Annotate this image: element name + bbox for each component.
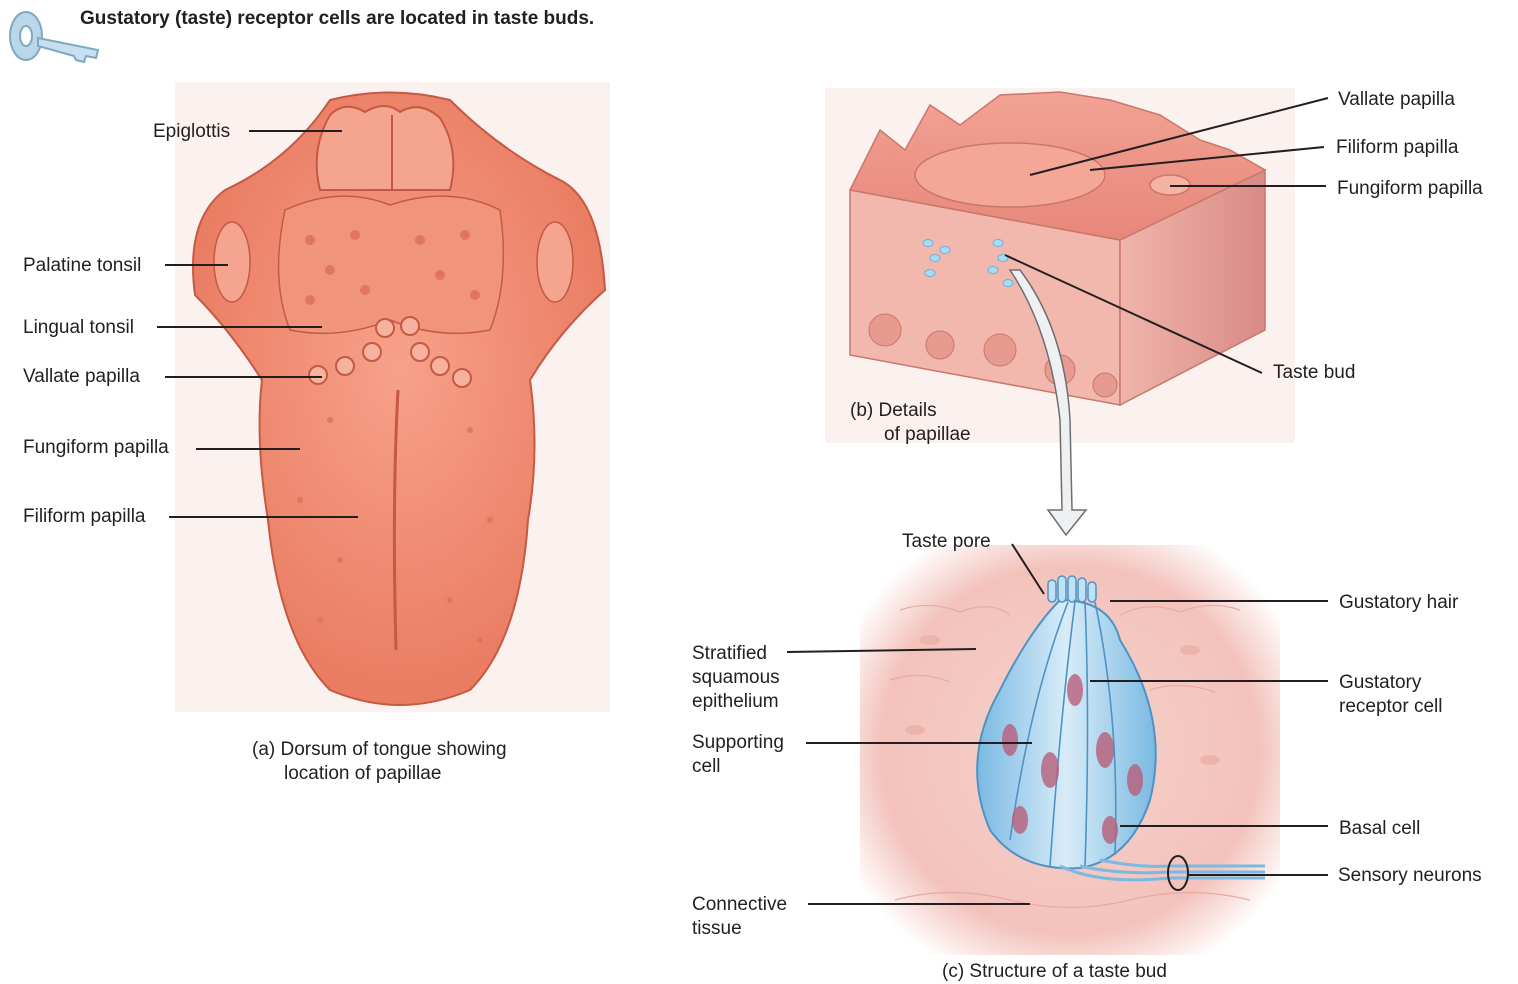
taste-bud-illustration [860,545,1280,955]
caption-c: (c) Structure of a taste bud [942,960,1167,984]
caption-b-line2: of papillae [884,423,971,447]
caption-a-line2: location of papillae [284,762,441,786]
label-gustatory-hair: Gustatory hair [1339,591,1458,615]
caption-a-line1: (a) Dorsum of tongue showing [252,738,507,762]
label-stratified-line1: Stratified [692,642,767,666]
label-stratified-line3: epithelium [692,690,779,714]
label-fungiform-papilla-b: Fungiform papilla [1337,177,1483,201]
label-connective-line2: tissue [692,917,742,941]
label-connective-line1: Connective [692,893,787,917]
label-vallate-papilla-b: Vallate papilla [1338,88,1455,112]
label-taste-pore: Taste pore [902,530,991,554]
label-palatine-tonsil: Palatine tonsil [23,254,141,278]
label-basal-cell: Basal cell [1339,817,1420,841]
key-icon [10,12,98,62]
caption-b-line1: (b) Details [850,399,937,423]
label-supporting-line2: cell [692,755,721,779]
label-taste-bud: Taste bud [1273,361,1355,385]
label-receptor-line2: receptor cell [1339,695,1443,719]
label-filiform-papilla-a: Filiform papilla [23,505,145,529]
label-sensory-neurons: Sensory neurons [1338,864,1482,888]
label-supporting-line1: Supporting [692,731,784,755]
label-stratified-line2: squamous [692,666,780,690]
label-lingual-tonsil: Lingual tonsil [23,316,134,340]
tongue-illustration [175,82,610,712]
label-fungiform-papilla-a: Fungiform papilla [23,436,169,460]
label-vallate-papilla-a: Vallate papilla [23,365,140,389]
label-receptor-line1: Gustatory [1339,671,1421,695]
label-filiform-papilla-b: Filiform papilla [1336,136,1458,160]
label-epiglottis: Epiglottis [153,120,230,144]
